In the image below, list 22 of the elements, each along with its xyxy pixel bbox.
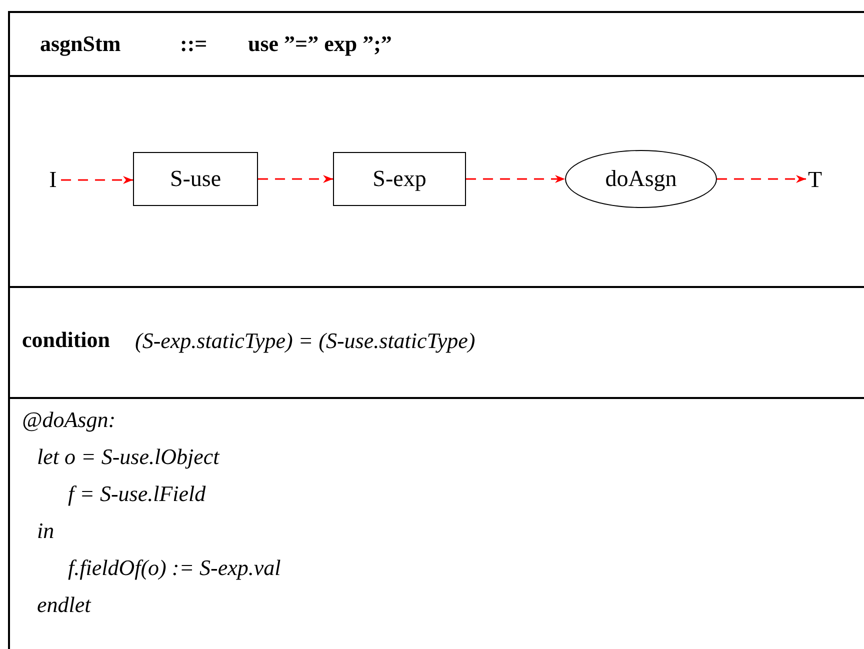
node-text: S-exp <box>372 166 426 192</box>
code-line: in <box>37 518 54 544</box>
process-box <box>133 152 258 206</box>
node-text: S-use <box>170 166 222 192</box>
heading-text: condition <box>22 327 110 354</box>
dashed-arrow <box>717 175 806 183</box>
dashed-arrow <box>258 175 333 183</box>
heading-text: use ”=” exp ”;” <box>248 31 392 58</box>
process-box <box>333 152 466 206</box>
code-line: endlet <box>37 592 91 618</box>
node-text: T <box>808 167 822 193</box>
dashed-arrow <box>61 176 133 184</box>
code-line: let o = S-use.lObject <box>37 444 220 470</box>
code-line: @doAsgn: <box>22 407 116 434</box>
code-line: f.fieldOf(o) := S-exp.val <box>68 555 281 582</box>
heading-text: asgnStm <box>40 31 121 58</box>
code-line: (S-exp.staticType) = (S-use.staticType) <box>135 328 476 354</box>
node-text: I <box>49 167 57 193</box>
heading-text: ::= <box>180 31 208 58</box>
code-line: f = S-use.lField <box>68 481 206 508</box>
dashed-arrow <box>466 175 565 183</box>
node-text: doAsgn <box>605 166 677 192</box>
